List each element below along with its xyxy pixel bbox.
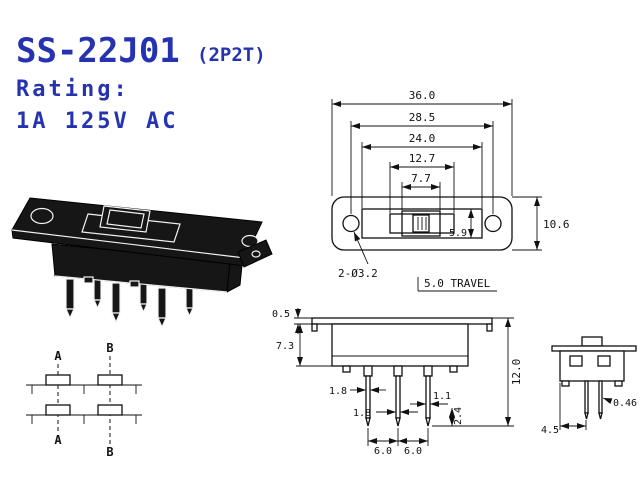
dim-046: 0.46: [602, 397, 637, 409]
dim-18-mid-label: 1.8: [353, 408, 371, 419]
dim-60-right-label: 6.0: [404, 446, 422, 457]
dim-36: 36.0: [331, 89, 513, 196]
schematic-label-a-top: A: [54, 349, 62, 363]
travel-note-label: 5.0 TRAVEL: [424, 277, 491, 290]
dim-77-label: 7.7: [411, 172, 431, 185]
dim-24-front-label: 2.4: [453, 407, 464, 425]
dim-120-label: 12.0: [510, 359, 523, 386]
schematic-label-b-top: B: [106, 341, 113, 355]
pictorial-switch: [11, 197, 273, 329]
hole-callout-label: 2-Ø3.2: [338, 267, 378, 280]
side-view-tab-left: [561, 380, 570, 387]
dim-106-label: 10.6: [543, 218, 570, 231]
dim-11: 1.1: [410, 391, 451, 407]
side-view-tab-right: [614, 380, 623, 387]
dim-127: 12.7: [389, 152, 455, 213]
front-view-tab-right: [449, 365, 458, 373]
top-view: 36.0 28.5 24.0 12.7 7.7: [331, 89, 570, 292]
dim-73-label: 7.3: [276, 341, 294, 352]
dim-11-label: 1.1: [433, 391, 451, 402]
dim-36-label: 36.0: [409, 89, 436, 102]
dim-77: 7.7: [401, 172, 441, 210]
dim-24-front: 2.4: [432, 407, 464, 427]
dim-285: 28.5: [350, 111, 494, 214]
schematic-contact-1b: [97, 374, 123, 386]
dim-59-label: 5.9: [449, 228, 467, 239]
top-view-slot: [389, 213, 455, 234]
travel-note: 5.0 TRAVEL: [417, 277, 497, 292]
side-view-knob: [581, 336, 603, 347]
pictorial-corner-flap: [237, 239, 273, 268]
top-view-knob: [401, 210, 441, 237]
pictorial-body-tab-1: [83, 276, 94, 284]
dim-24-label: 24.0: [409, 132, 436, 145]
dim-73: 7.3: [276, 324, 332, 367]
top-view-body: [361, 208, 483, 239]
side-view: 4.5 0.46: [541, 336, 637, 436]
dim-60-pair: 6.0 6.0: [367, 428, 429, 457]
front-view-body: [331, 323, 469, 367]
dim-24-top: 24.0: [361, 132, 483, 208]
dim-45: 4.5: [541, 383, 587, 436]
schematic: A B A B: [26, 341, 142, 459]
front-view-ear-right: [486, 323, 493, 332]
side-view-terminal-2: [597, 355, 611, 367]
dim-18-mid: 1.8: [353, 408, 418, 419]
side-view-plate: [551, 345, 637, 352]
dim-046-label: 0.46: [613, 398, 637, 409]
pictorial-hole-left: [30, 207, 54, 225]
dim-127-label: 12.7: [409, 152, 436, 165]
front-view-tab-left: [342, 365, 351, 373]
dim-05: 0.5: [272, 308, 312, 334]
top-view-hole-left: [342, 214, 360, 233]
rating-label: Rating:: [16, 77, 130, 102]
schematic-label-b-bottom: B: [106, 445, 113, 459]
dim-18-left: 1.8: [329, 386, 386, 397]
schematic-contact-1a: [45, 374, 71, 386]
front-view: 0.5 7.3 12.0 1.8 1.8: [272, 308, 523, 457]
hole-callout: 2-Ø3.2: [338, 231, 378, 280]
schematic-label-a-bottom: A: [54, 433, 62, 447]
front-view-plate: [311, 317, 493, 325]
side-view-terminal-1: [569, 355, 583, 367]
schematic-contact-2a: [45, 404, 71, 416]
rating-value: 1A 125V AC: [16, 109, 178, 134]
front-view-ear-left: [311, 323, 318, 332]
pictorial-body-tab-2: [129, 280, 140, 288]
pictorial-knob: [99, 205, 151, 233]
part-type-subtitle: (2P2T): [197, 44, 266, 66]
side-view-pins: [584, 380, 603, 420]
top-view-hole-right: [484, 214, 502, 233]
dim-59: 5.9: [449, 209, 474, 239]
dim-05-label: 0.5: [272, 309, 290, 320]
part-number-title: SS-22J01: [16, 31, 180, 71]
dim-60-left-label: 6.0: [374, 446, 392, 457]
dim-285-label: 28.5: [409, 111, 436, 124]
schematic-pole-2: [26, 404, 142, 424]
front-view-pins: [363, 365, 433, 427]
dim-18-left-label: 1.8: [329, 386, 347, 397]
dim-45-label: 4.5: [541, 425, 559, 436]
top-view-knob-grip: [412, 214, 430, 233]
dim-106: 10.6: [512, 196, 570, 251]
schematic-pole-1: [26, 374, 142, 394]
pictorial-front-pins: [65, 278, 167, 329]
header: SS-22J01 (2P2T) Rating: 1A 125V AC: [16, 31, 266, 134]
schematic-contact-2b: [97, 404, 123, 416]
